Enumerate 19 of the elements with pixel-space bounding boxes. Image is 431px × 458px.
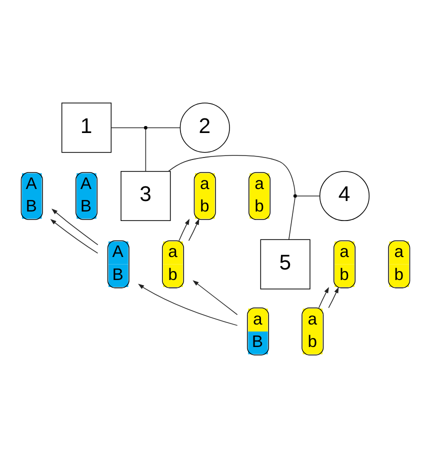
node-circle: 2 (180, 102, 230, 153)
arrow (50, 218, 98, 254)
connector (145, 128, 146, 172)
arrow (192, 280, 238, 316)
arrow (51, 208, 98, 246)
arrow (188, 218, 200, 242)
connector (146, 127, 180, 128)
arrow (328, 286, 339, 308)
arrow (138, 284, 238, 326)
arrow (318, 286, 329, 308)
node-circle: 4 (319, 170, 370, 222)
connector (288, 197, 296, 240)
node-point (293, 194, 297, 198)
arrow (178, 218, 190, 242)
node-box: 1 (61, 102, 112, 153)
node-box: 5 (260, 239, 310, 290)
node-box: 3 (120, 170, 171, 222)
connector (110, 127, 144, 128)
node-point (144, 126, 148, 130)
